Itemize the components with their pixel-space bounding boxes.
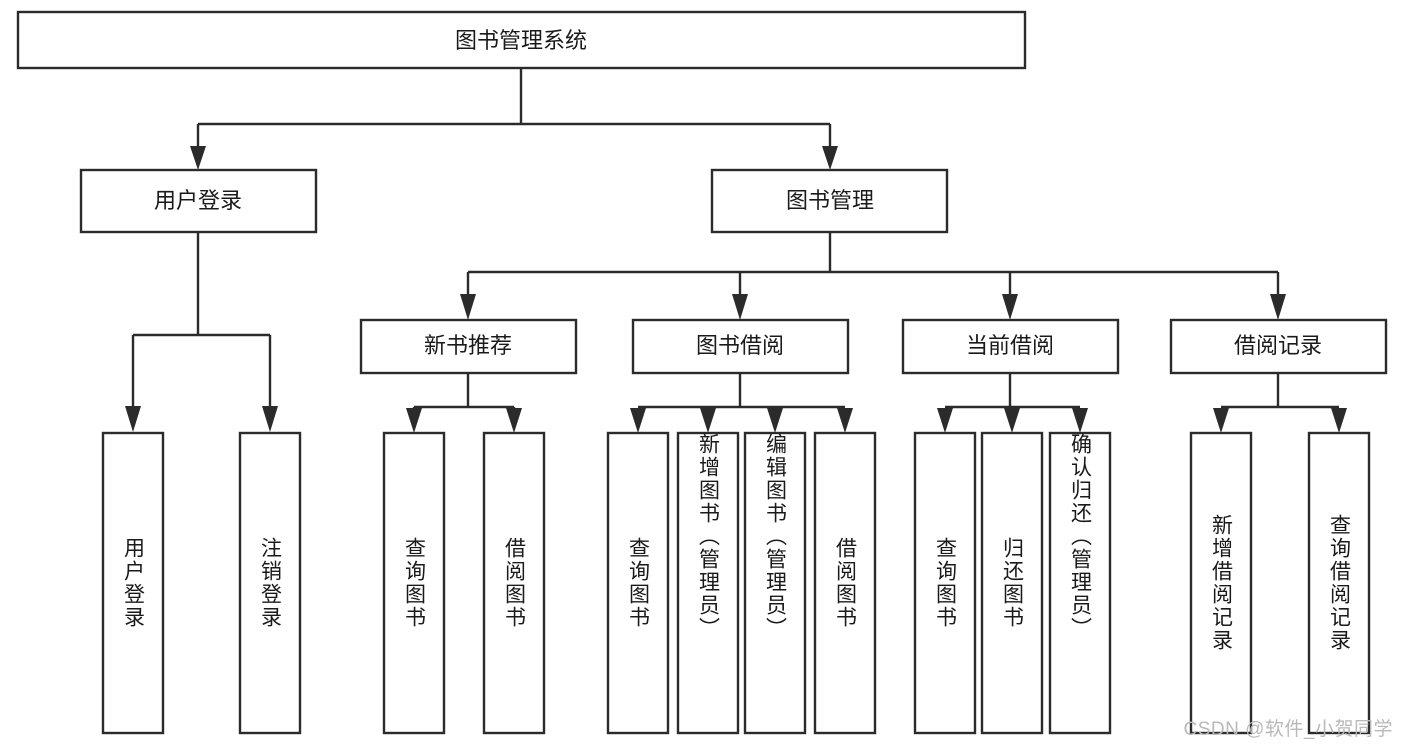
node-user-login-label: 用户登录 [154, 188, 242, 213]
leaf-box-book-borrow-3[interactable] [813, 431, 877, 735]
leaf-boxes-borrow-record[interactable] [1189, 431, 1371, 735]
connector-group-current-borrow [937, 373, 1088, 433]
node-user-login-box[interactable] [79, 168, 318, 234]
leaf-box-user-login-0[interactable] [101, 431, 165, 735]
arrow-head-level3-3 [1270, 294, 1286, 320]
node-book-borrow-box[interactable] [631, 318, 850, 375]
leaf-boxes-current-borrow[interactable] [913, 431, 1112, 735]
leaf-box-new-book-1[interactable] [482, 431, 546, 735]
arrow-head-level3-0 [460, 294, 476, 320]
arrow-head-leaf-new-book-1 [506, 408, 522, 433]
arrow-head-leaf-book-borrow-1 [700, 408, 716, 433]
arrow-head-level3-1 [732, 294, 748, 320]
arrow-head-leaf-borrow-record-0 [1213, 408, 1229, 433]
leaf-box-book-borrow-0[interactable] [606, 431, 670, 735]
node-book-manage-label: 图书管理 [786, 188, 874, 213]
leaf-boxes-book-borrow[interactable] [606, 431, 877, 735]
arrow-head-leaf-new-book-0 [406, 408, 422, 433]
node-current-borrow-box[interactable] [901, 318, 1120, 375]
arrow-head-leaf-user-login-0 [125, 406, 141, 432]
arrow-head-leaf-book-borrow-2 [767, 408, 783, 433]
arrow-head-leaf-current-borrow-2 [1072, 408, 1088, 433]
arrow-head-leaf-current-borrow-0 [937, 408, 953, 433]
node-borrow-record-label: 借阅记录 [1234, 333, 1322, 358]
node-new-book-recommend[interactable]: 新书推荐 [359, 318, 578, 375]
leaf-box-borrow-record-0[interactable] [1189, 431, 1253, 735]
leaf-box-current-borrow-1[interactable] [980, 431, 1044, 735]
arrow-head-book-manage [822, 146, 838, 170]
connector-group-new-book-recommend [406, 373, 522, 433]
node-root-box[interactable] [16, 10, 1027, 70]
node-book-borrow-label: 图书借阅 [696, 333, 784, 358]
node-user-login[interactable]: 用户登录 [79, 168, 318, 234]
node-borrow-record[interactable]: 借阅记录 [1169, 318, 1388, 375]
arrow-head-leaf-book-borrow-0 [630, 408, 646, 433]
node-root[interactable]: 图书管理系统 [16, 10, 1027, 70]
leaf-boxes-new-book-recommend[interactable] [382, 431, 546, 735]
node-new-book-recommend-label: 新书推荐 [424, 333, 512, 358]
arrow-head-leaf-user-login-1 [262, 406, 278, 432]
arrow-head-user-login [190, 146, 206, 170]
leaf-box-borrow-record-1[interactable] [1307, 431, 1371, 735]
leaf-box-current-borrow-0[interactable] [913, 431, 977, 735]
node-book-borrow[interactable]: 图书借阅 [631, 318, 850, 375]
leaf-box-book-borrow-2[interactable] [743, 431, 807, 735]
connector-group-user-login [125, 232, 278, 432]
leaf-box-current-borrow-2[interactable] [1048, 431, 1112, 735]
node-borrow-record-box[interactable] [1169, 318, 1388, 375]
leaf-box-book-borrow-1[interactable] [676, 431, 740, 735]
node-book-manage-box[interactable] [710, 168, 949, 234]
connector-group-book-manage [460, 232, 1286, 320]
node-current-borrow[interactable]: 当前借阅 [901, 318, 1120, 375]
leaf-boxes-user-login[interactable] [101, 431, 302, 735]
node-new-book-recommend-box[interactable] [359, 318, 578, 375]
arrow-head-level3-2 [1002, 294, 1018, 320]
leaf-box-user-login-1[interactable] [238, 431, 302, 735]
csdn-watermark: CSDN @软件_小贺同学 [1183, 719, 1393, 740]
connector-group-book-borrow [630, 373, 853, 433]
arrow-head-leaf-borrow-record-1 [1331, 408, 1347, 433]
arrow-head-leaf-book-borrow-3 [837, 408, 853, 433]
node-book-manage[interactable]: 图书管理 [710, 168, 949, 234]
node-root-label: 图书管理系统 [455, 28, 587, 53]
connector-group-borrow-record [1213, 373, 1347, 433]
arrow-head-leaf-current-borrow-1 [1004, 408, 1020, 433]
node-current-borrow-label: 当前借阅 [966, 333, 1054, 358]
leaf-box-new-book-0[interactable] [382, 431, 446, 735]
connector-group-root [190, 68, 838, 170]
